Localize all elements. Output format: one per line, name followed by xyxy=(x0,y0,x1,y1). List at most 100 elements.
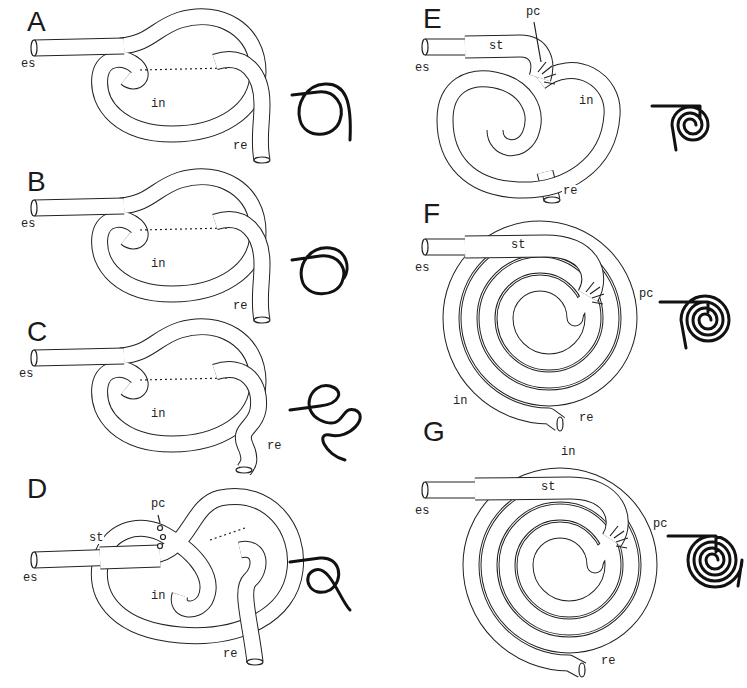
rectum-outline xyxy=(215,60,262,160)
intestine-fill xyxy=(445,71,612,191)
part-label: es xyxy=(18,368,34,380)
pyloric-caecum xyxy=(161,535,166,540)
intestine-outline xyxy=(471,476,649,670)
esophagus-fill xyxy=(425,240,470,255)
part-label: re xyxy=(600,655,616,667)
coil-schematic xyxy=(652,106,708,150)
rectum-fill xyxy=(215,220,262,320)
panel-b xyxy=(31,177,347,323)
rectum-outline xyxy=(215,370,259,470)
esophagus-fill xyxy=(34,356,124,358)
part-label: in xyxy=(150,408,166,420)
stomach-fill xyxy=(465,246,593,296)
coil-schematic xyxy=(292,84,350,140)
hidden-gut xyxy=(140,378,228,380)
part-label: in xyxy=(150,258,166,270)
pyloric-caeca xyxy=(586,282,604,304)
intestine-fill xyxy=(471,476,649,670)
rectum-fill xyxy=(215,60,262,160)
hidden-gut xyxy=(140,228,228,230)
part-label: es xyxy=(414,262,430,274)
part-label: re xyxy=(232,300,248,312)
part-label: st xyxy=(488,40,504,52)
part-label: re xyxy=(232,140,248,152)
esophagus-outline xyxy=(425,239,470,256)
coil-schematic xyxy=(290,386,360,460)
hidden-gut xyxy=(210,528,245,540)
part-label: in xyxy=(560,446,576,458)
part-label: es xyxy=(414,62,430,74)
intestine-outline xyxy=(100,177,258,294)
esophagus-fill xyxy=(34,206,124,208)
panel-c xyxy=(31,327,360,473)
stomach-fill xyxy=(100,556,160,558)
panel-letter: B xyxy=(26,168,47,196)
esophagus-outline xyxy=(425,39,470,56)
tube-opening xyxy=(247,659,263,665)
tube-opening xyxy=(236,467,252,473)
part-label: es xyxy=(22,572,38,584)
stomach-outline xyxy=(100,556,160,558)
esophagus-fill xyxy=(34,46,124,48)
tube-opening xyxy=(31,350,37,366)
tube-opening xyxy=(254,317,270,323)
panel-letter: G xyxy=(422,418,446,446)
part-label: re xyxy=(562,185,578,197)
intestine-outline xyxy=(451,229,629,424)
part-label: in xyxy=(150,590,166,602)
intestine-fill xyxy=(100,177,258,294)
part-label: in xyxy=(452,395,468,407)
panel-f xyxy=(422,229,729,431)
part-label: in xyxy=(150,98,166,110)
coil-schematic xyxy=(290,558,350,610)
leader-line xyxy=(158,515,160,523)
panel-a xyxy=(31,17,350,163)
part-label: pc xyxy=(150,498,166,510)
tube-opening xyxy=(422,239,428,255)
esophagus-outline xyxy=(34,46,124,48)
coil-schematic xyxy=(668,536,742,587)
tube-opening xyxy=(422,39,428,55)
part-label: pc xyxy=(652,518,668,530)
rectum-fill xyxy=(215,370,259,470)
rectum-fill xyxy=(240,549,258,662)
esophagus-fill xyxy=(425,483,480,498)
pyloric-caeca xyxy=(610,526,628,548)
tube-opening xyxy=(254,157,270,163)
tube-opening xyxy=(422,482,428,498)
coil-schematic xyxy=(292,248,347,294)
intestine-outline xyxy=(100,17,258,134)
part-label: st xyxy=(540,481,556,493)
part-label: es xyxy=(20,218,36,230)
panel-letter: E xyxy=(422,5,443,33)
rectum-outline xyxy=(215,220,262,320)
part-label: es xyxy=(414,505,430,517)
part-label: re xyxy=(222,648,238,660)
intestine-outline xyxy=(445,71,612,191)
part-label: re xyxy=(266,440,282,452)
part-label: in xyxy=(578,95,594,107)
panel-letter: A xyxy=(26,8,47,36)
part-label: re xyxy=(578,412,594,424)
intestine-fill xyxy=(100,17,258,134)
tube-opening xyxy=(544,197,560,203)
intestine-fill xyxy=(451,229,629,424)
hidden-gut xyxy=(140,68,228,70)
stomach-outline xyxy=(465,246,593,296)
esophagus-outline xyxy=(34,356,124,358)
pyloric-caeca xyxy=(538,62,556,84)
part-label: es xyxy=(20,58,36,70)
pyloric-caecum xyxy=(158,544,163,549)
esophagus-outline xyxy=(425,482,480,499)
coil-schematic xyxy=(660,296,729,348)
tube-opening xyxy=(31,40,37,56)
leader-line xyxy=(534,22,541,62)
intestine-fill xyxy=(100,327,258,444)
esophagus-fill xyxy=(425,40,470,55)
rectum-outline xyxy=(240,549,258,662)
panel-letter: D xyxy=(26,475,48,503)
intestine-outline xyxy=(100,327,258,444)
tube-opening xyxy=(579,663,585,677)
